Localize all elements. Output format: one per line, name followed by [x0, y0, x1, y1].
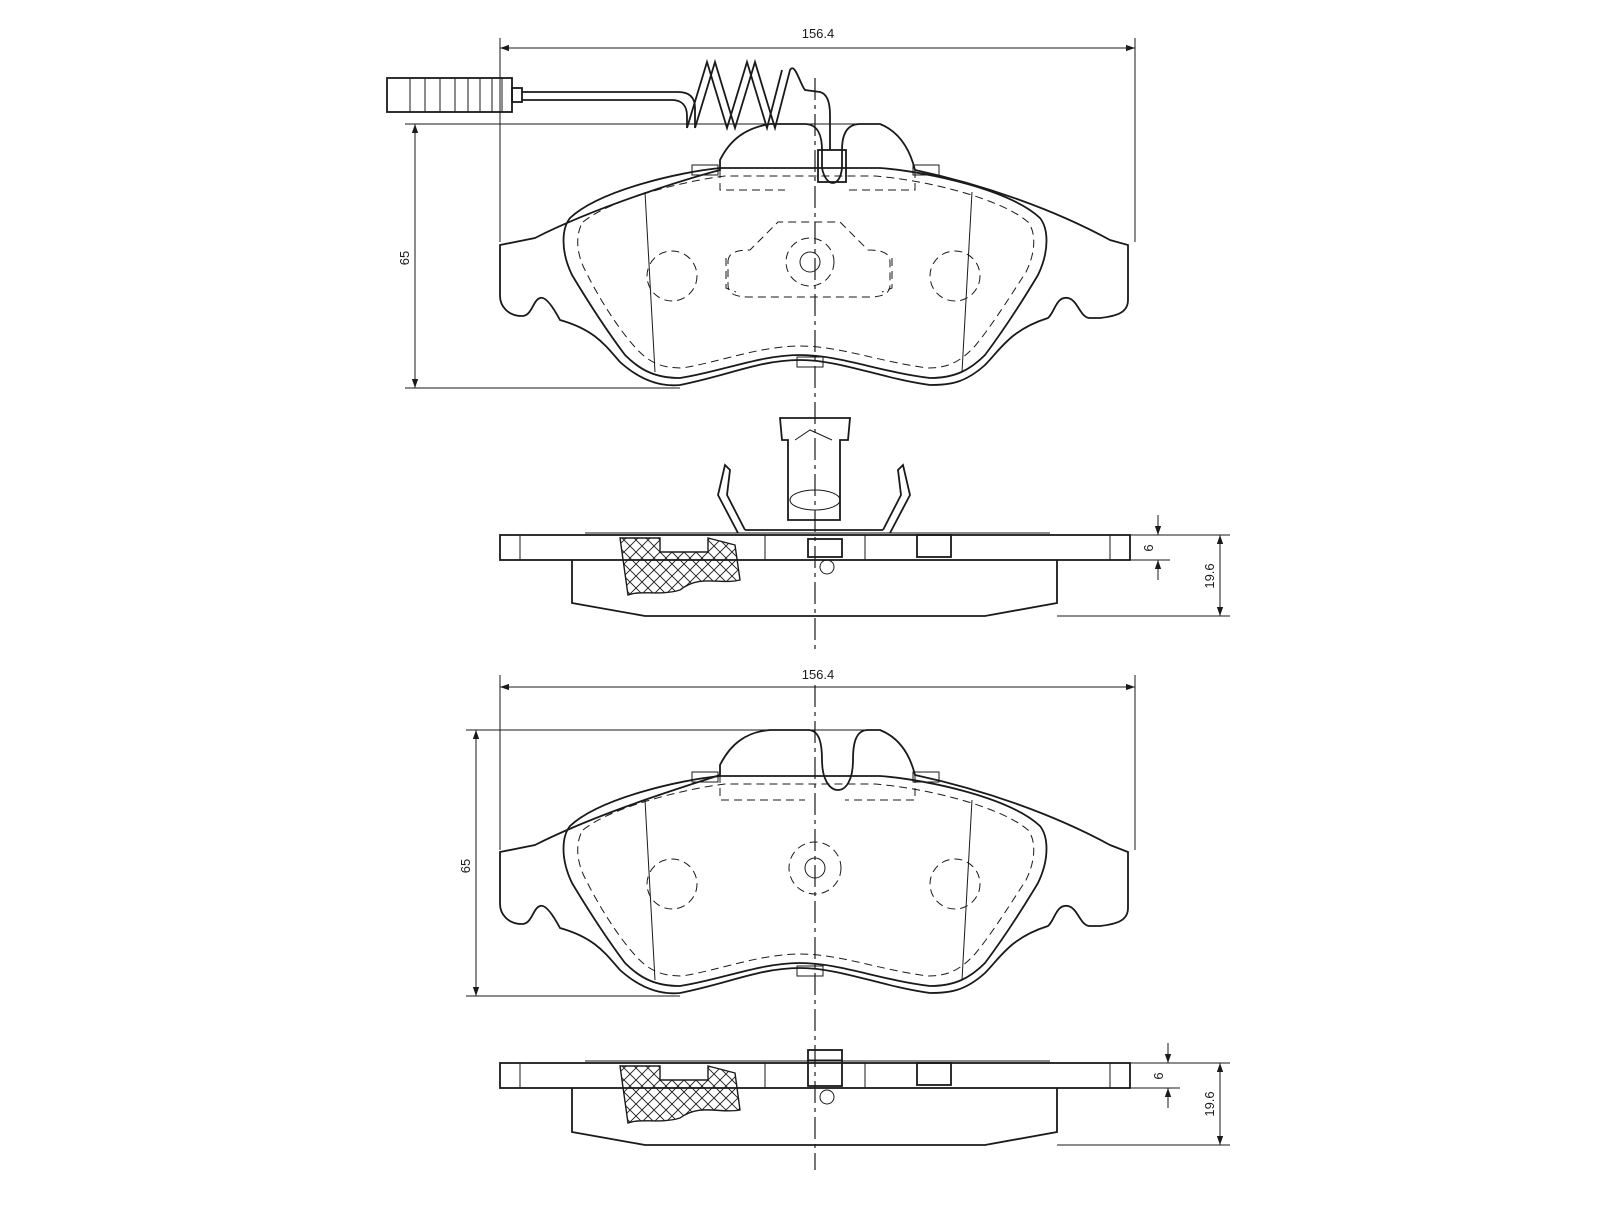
- thickness-label-bottom: 6: [1151, 1072, 1166, 1079]
- wear-sensor-cable: [386, 58, 847, 183]
- pad-front-view-plain: [499, 685, 1129, 1170]
- pad-front-view-with-sensor: [386, 58, 1129, 650]
- dimension-height-top: 65: [397, 123, 880, 389]
- dimension-side-thickness-bottom: 6: [1130, 1043, 1180, 1108]
- dimension-width-bottom: 156.4: [499, 667, 1136, 850]
- dimension-width-top: 156.4: [499, 26, 1136, 242]
- thickness-label-top: 6: [1141, 544, 1156, 551]
- width-label-bottom: 156.4: [802, 667, 835, 682]
- pad-side-section-with-sensor: [499, 417, 1131, 617]
- pad-side-section-plain: [499, 1049, 1131, 1146]
- total-label-bottom: 19.6: [1202, 1091, 1217, 1116]
- width-label-top: 156.4: [802, 26, 835, 41]
- dimension-side-thickness-top: 6: [1130, 515, 1170, 580]
- total-label-top: 19.6: [1202, 563, 1217, 588]
- height-label-bottom: 65: [458, 859, 473, 873]
- height-label-top: 65: [397, 251, 412, 265]
- dimension-height-bottom: 65: [458, 729, 880, 997]
- dimension-side-total-top: 19.6: [1057, 534, 1230, 617]
- dimension-side-total-bottom: 19.6: [1057, 1062, 1230, 1146]
